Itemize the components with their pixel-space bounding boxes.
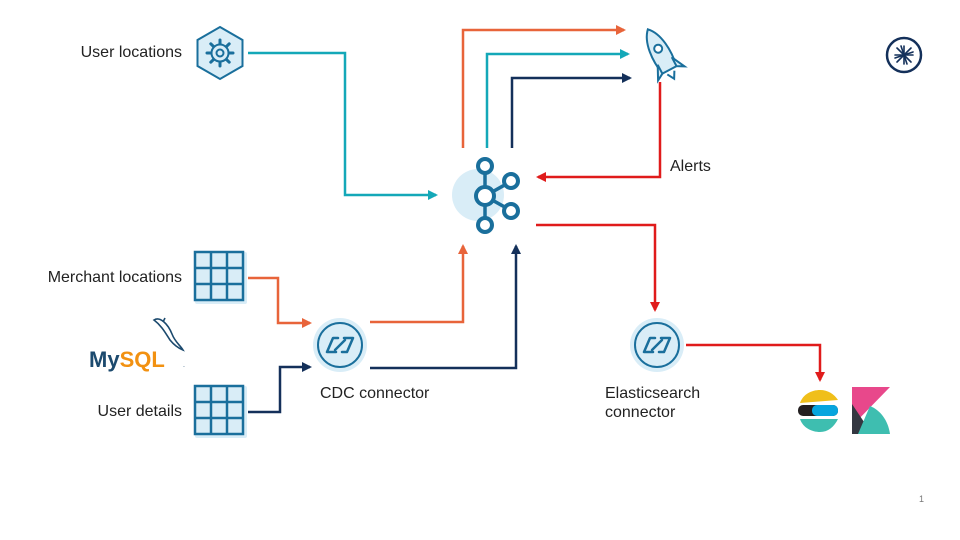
kibana-logo xyxy=(852,387,890,434)
es-connector-icon xyxy=(630,318,684,372)
es-connector-label-line2: connector xyxy=(605,404,676,421)
edge-user-locations-to-kafka xyxy=(248,51,438,200)
kafka-icon xyxy=(452,157,520,234)
svg-text:.: . xyxy=(183,362,185,369)
cdc-connector-label: CDC connector xyxy=(320,385,430,402)
edge-kafka-to-rocket-navy xyxy=(510,73,632,148)
edge-kafka-to-rocket-orange xyxy=(461,25,626,148)
es-connector-label-line1: Elasticsearch xyxy=(605,385,701,402)
svg-text:MySQL: MySQL xyxy=(89,347,165,372)
elasticsearch-logo xyxy=(798,390,838,432)
edge-alerts-to-kafka xyxy=(536,82,662,182)
edge-es-connector-to-elastic xyxy=(686,343,825,382)
confluent-logo-icon xyxy=(885,36,923,74)
edge-user-details-to-cdc xyxy=(248,362,312,414)
user-details-label: User details xyxy=(97,403,182,420)
gear-hexagon-icon xyxy=(196,25,244,81)
cdc-connector-icon xyxy=(313,318,367,372)
mysql-logo: MySQL . xyxy=(89,317,185,372)
edge-merchant-to-cdc xyxy=(248,276,312,328)
table-icon-merchant-locations xyxy=(193,250,247,304)
user-locations-label: User locations xyxy=(80,44,182,61)
edge-kafka-to-rocket-teal xyxy=(485,49,630,148)
page-number: 1 xyxy=(919,494,925,504)
table-icon-user-details xyxy=(193,384,247,438)
rocket-icon xyxy=(645,28,688,84)
merchant-locations-label: Merchant locations xyxy=(47,269,182,286)
alerts-label: Alerts xyxy=(670,158,711,175)
edge-cdc-to-kafka-navy xyxy=(370,244,521,370)
edge-cdc-to-kafka-orange xyxy=(370,244,468,324)
edge-kafka-to-es-connector xyxy=(536,223,660,312)
